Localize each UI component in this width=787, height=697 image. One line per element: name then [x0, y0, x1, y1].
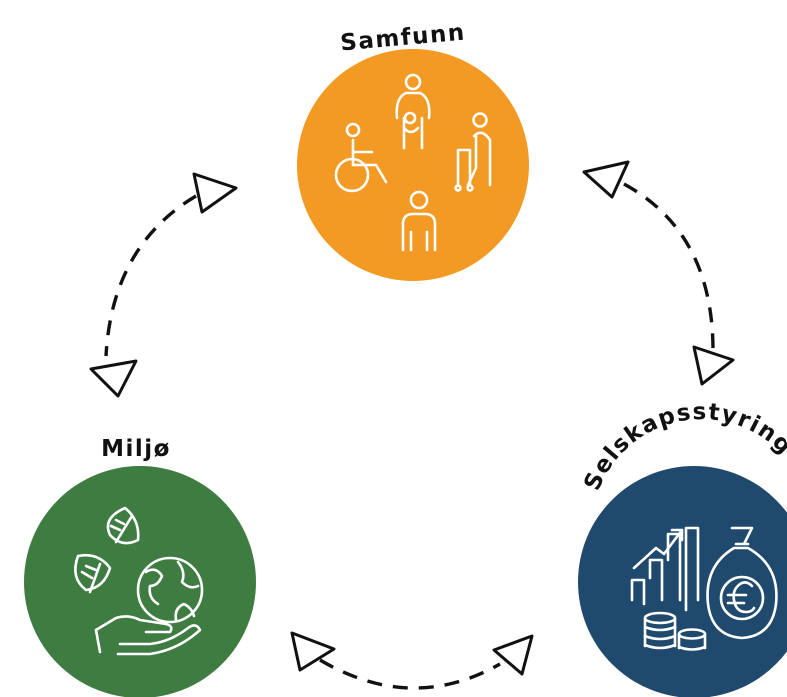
arrow-triangle-icon [582, 160, 630, 199]
dashed-arc [104, 194, 197, 357]
arrow-triangle-icon [290, 631, 336, 672]
environment-label: Miljø [101, 436, 171, 462]
connector-society-governance [582, 160, 735, 386]
arrow-triangle-icon [192, 172, 238, 214]
arrow-triangle-icon [89, 359, 138, 398]
node-environment: Miljø [24, 436, 256, 697]
society-circle [297, 49, 529, 281]
people-diversity-icon [334, 73, 492, 252]
connector-environment-governance [290, 631, 534, 690]
node-governance: Selskapsstyring [578, 399, 787, 697]
dashed-arc [623, 182, 715, 349]
leaves-globe-hand-icon [74, 506, 204, 656]
governance-circle [578, 466, 787, 697]
finance-euro-icon [630, 526, 778, 651]
connector-society-environment [89, 172, 238, 398]
dashed-arc [319, 658, 501, 690]
node-society: Samfunn [297, 20, 529, 281]
arrow-triangle-icon [692, 345, 735, 386]
arrow-triangle-icon [492, 634, 534, 676]
